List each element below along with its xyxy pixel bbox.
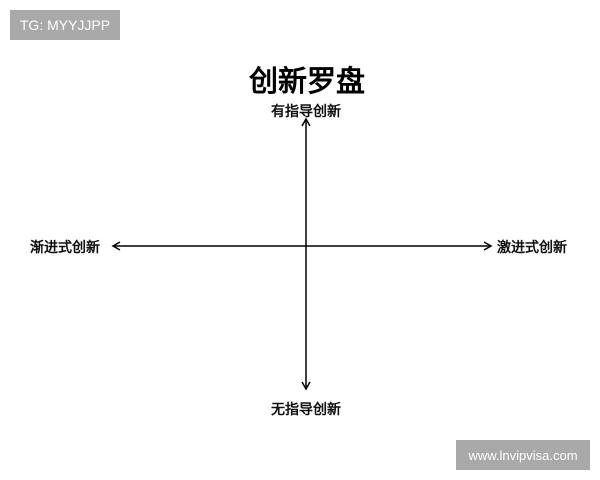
axis-label-bottom: 无指导创新 xyxy=(271,402,341,418)
diagram-title: 创新罗盘 xyxy=(248,64,365,98)
axis-label-top: 有指导创新 xyxy=(271,104,341,120)
arrow-down-icon xyxy=(301,381,311,391)
arrow-right-icon xyxy=(483,241,493,251)
arrow-left-icon xyxy=(111,241,121,251)
watermark-top-left: TG: MYYJJPP xyxy=(10,10,120,40)
watermark-bottom-right: www.lnvipvisa.com xyxy=(456,440,590,470)
arrow-up-icon xyxy=(301,117,311,127)
axis-label-right: 激进式创新 xyxy=(497,240,567,256)
axis-label-left: 渐进式创新 xyxy=(30,240,100,256)
